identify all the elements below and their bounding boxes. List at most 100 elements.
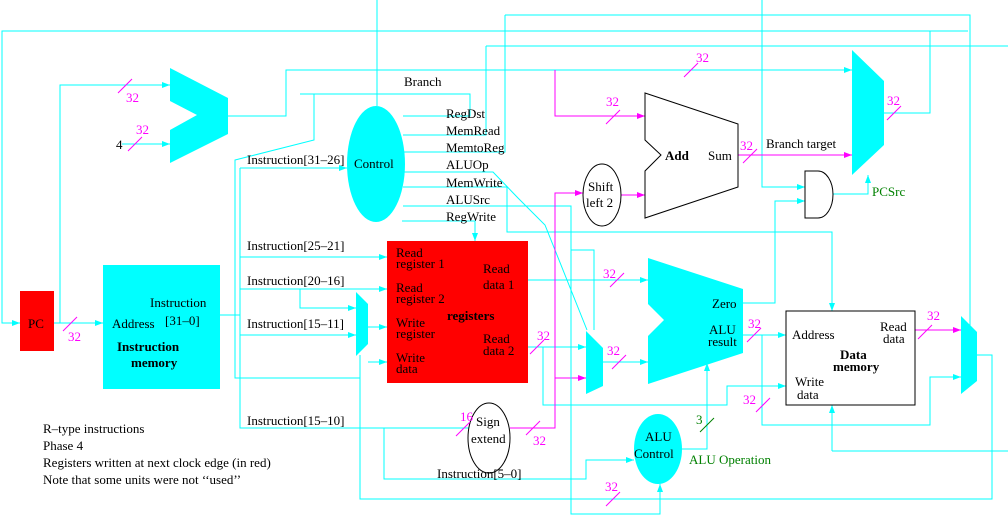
reg-read-data-1-b: data 1 bbox=[483, 277, 514, 292]
signal-regdst: RegDst bbox=[446, 106, 485, 121]
imem-bits-label: [31–0] bbox=[165, 313, 200, 328]
reg-write-register-a: Write bbox=[396, 315, 425, 330]
register-file bbox=[387, 241, 528, 383]
instruction-field-labels: Instruction[31–26] Instruction[25–21] In… bbox=[247, 152, 344, 428]
field-15-11: Instruction[15–11] bbox=[247, 316, 344, 331]
imem-title-2: memory bbox=[131, 355, 178, 370]
width-alusrc-out: 32 bbox=[607, 343, 620, 358]
width-sign-ext-out: 32 bbox=[533, 433, 546, 448]
alu-control-line2: Control bbox=[634, 446, 674, 461]
data-memory bbox=[785, 310, 916, 406]
alu-control-line1: ALU bbox=[645, 429, 672, 444]
reg-write-register-b: register bbox=[396, 326, 436, 341]
dmem-write-data-1: Write bbox=[795, 374, 824, 389]
signal-memwrite: MemWrite bbox=[446, 175, 503, 190]
branch-adder bbox=[644, 92, 739, 219]
branch-adder-sum: Sum bbox=[708, 148, 732, 163]
signal-alusrc: ALUSrc bbox=[446, 192, 490, 207]
imem-address-label: Address bbox=[112, 316, 155, 331]
reg-write-data-b: data bbox=[396, 361, 418, 376]
pc-register bbox=[20, 291, 54, 351]
reg-read-data-2-a: Read bbox=[483, 331, 510, 346]
dmem-address: Address bbox=[792, 327, 835, 342]
width-16: 16 bbox=[460, 409, 474, 424]
width-sum: 32 bbox=[740, 138, 753, 153]
dmem-read-data-1: Read bbox=[880, 319, 907, 334]
width-add-in: 32 bbox=[606, 94, 619, 109]
shift-left-2-unit bbox=[582, 163, 622, 227]
constant-four: 4 bbox=[116, 137, 123, 152]
note-4: Note that some units were not ‘‘used’’ bbox=[43, 472, 241, 487]
shift-line1: Shift bbox=[588, 179, 614, 194]
control-label: Control bbox=[354, 156, 394, 171]
field-15-10: Instruction[15–10] bbox=[247, 413, 344, 428]
sign-extend-unit bbox=[467, 402, 511, 474]
alu-operation-label: ALU Operation bbox=[689, 452, 771, 467]
reg-read-register-2-a: Read bbox=[396, 280, 423, 295]
width-read-data-2: 32 bbox=[537, 328, 550, 343]
note-3: Registers written at next clock edge (in… bbox=[43, 455, 271, 470]
width-read-data: 32 bbox=[927, 308, 940, 323]
branch-adder-add: Add bbox=[665, 148, 690, 163]
pc-adder bbox=[170, 68, 228, 163]
width-pcsrc-out: 32 bbox=[887, 93, 900, 108]
and-gate bbox=[804, 170, 834, 219]
imem-title-1: Instruction bbox=[117, 339, 180, 354]
dmem-write-data-2: data bbox=[797, 387, 819, 402]
signal-aluop: ALUOp bbox=[446, 157, 489, 172]
pcsrc-mux bbox=[852, 50, 884, 175]
dmem-title-2: memory bbox=[833, 359, 880, 374]
alu bbox=[648, 258, 743, 384]
note-1: R–type instructions bbox=[43, 421, 144, 436]
reg-read-register-2-b: register 2 bbox=[396, 291, 445, 306]
control-signal-labels: Branch RegDst MemRead MemtoReg ALUOp Mem… bbox=[404, 74, 505, 224]
regdst-mux bbox=[356, 292, 368, 356]
field-25-21: Instruction[25–21] bbox=[247, 238, 344, 253]
notes: R–type instructions Phase 4 Registers wr… bbox=[43, 421, 271, 487]
signal-memread: MemRead bbox=[446, 123, 501, 138]
imem-instruction-label: Instruction bbox=[150, 295, 207, 310]
pc-label: PC bbox=[28, 316, 44, 331]
note-2: Phase 4 bbox=[43, 438, 84, 453]
instruction-memory bbox=[103, 265, 220, 389]
width-write-data: 32 bbox=[743, 392, 756, 407]
width-writeback: 32 bbox=[605, 479, 618, 494]
shift-line2: left 2 bbox=[586, 195, 613, 210]
width-four: 32 bbox=[136, 122, 149, 137]
width-read-data-1: 32 bbox=[603, 266, 616, 281]
signal-branch: Branch bbox=[404, 74, 442, 89]
registers-title: registers bbox=[447, 308, 494, 323]
sign-extend-line2: extend bbox=[471, 431, 506, 446]
pcsrc-label: PCSrc bbox=[872, 184, 905, 199]
dmem-title-1: Data bbox=[840, 347, 867, 362]
bus-width-marks: 32 32 32 32 32 32 32 32 32 32 32 32 32 1… bbox=[62, 50, 940, 507]
reg-write-data-a: Write bbox=[396, 350, 425, 365]
width-pc-out: 32 bbox=[68, 329, 81, 344]
reg-read-data-2-b: data 2 bbox=[483, 343, 514, 358]
alu-result-label-1: ALU bbox=[709, 322, 736, 337]
width-pcplus4: 32 bbox=[696, 50, 709, 65]
width-alu-result: 32 bbox=[748, 316, 761, 331]
width-3: 3 bbox=[696, 412, 703, 427]
field-20-16: Instruction[20–16] bbox=[247, 273, 344, 288]
signal-regwrite: RegWrite bbox=[446, 209, 496, 224]
branch-target-label: Branch target bbox=[766, 136, 837, 151]
control-unit bbox=[347, 106, 405, 222]
width-pc-adder: 32 bbox=[126, 90, 139, 105]
alusrc-mux bbox=[586, 331, 603, 394]
reg-read-register-1-b: register 1 bbox=[396, 256, 445, 271]
reg-read-register-1-a: Read bbox=[396, 245, 423, 260]
dmem-read-data-2: data bbox=[883, 331, 905, 346]
field-31-26: Instruction[31–26] bbox=[247, 152, 344, 167]
alu-zero-label: Zero bbox=[712, 296, 737, 311]
alu-result-label-2: result bbox=[708, 334, 737, 349]
reg-read-data-1-a: Read bbox=[483, 261, 510, 276]
signal-memtoreg: MemtoReg bbox=[446, 140, 505, 155]
sign-extend-line1: Sign bbox=[476, 414, 500, 429]
memtoreg-mux bbox=[961, 316, 977, 394]
field-5-0: Instruction[5–0] bbox=[437, 466, 521, 481]
alu-control-unit bbox=[634, 414, 682, 484]
